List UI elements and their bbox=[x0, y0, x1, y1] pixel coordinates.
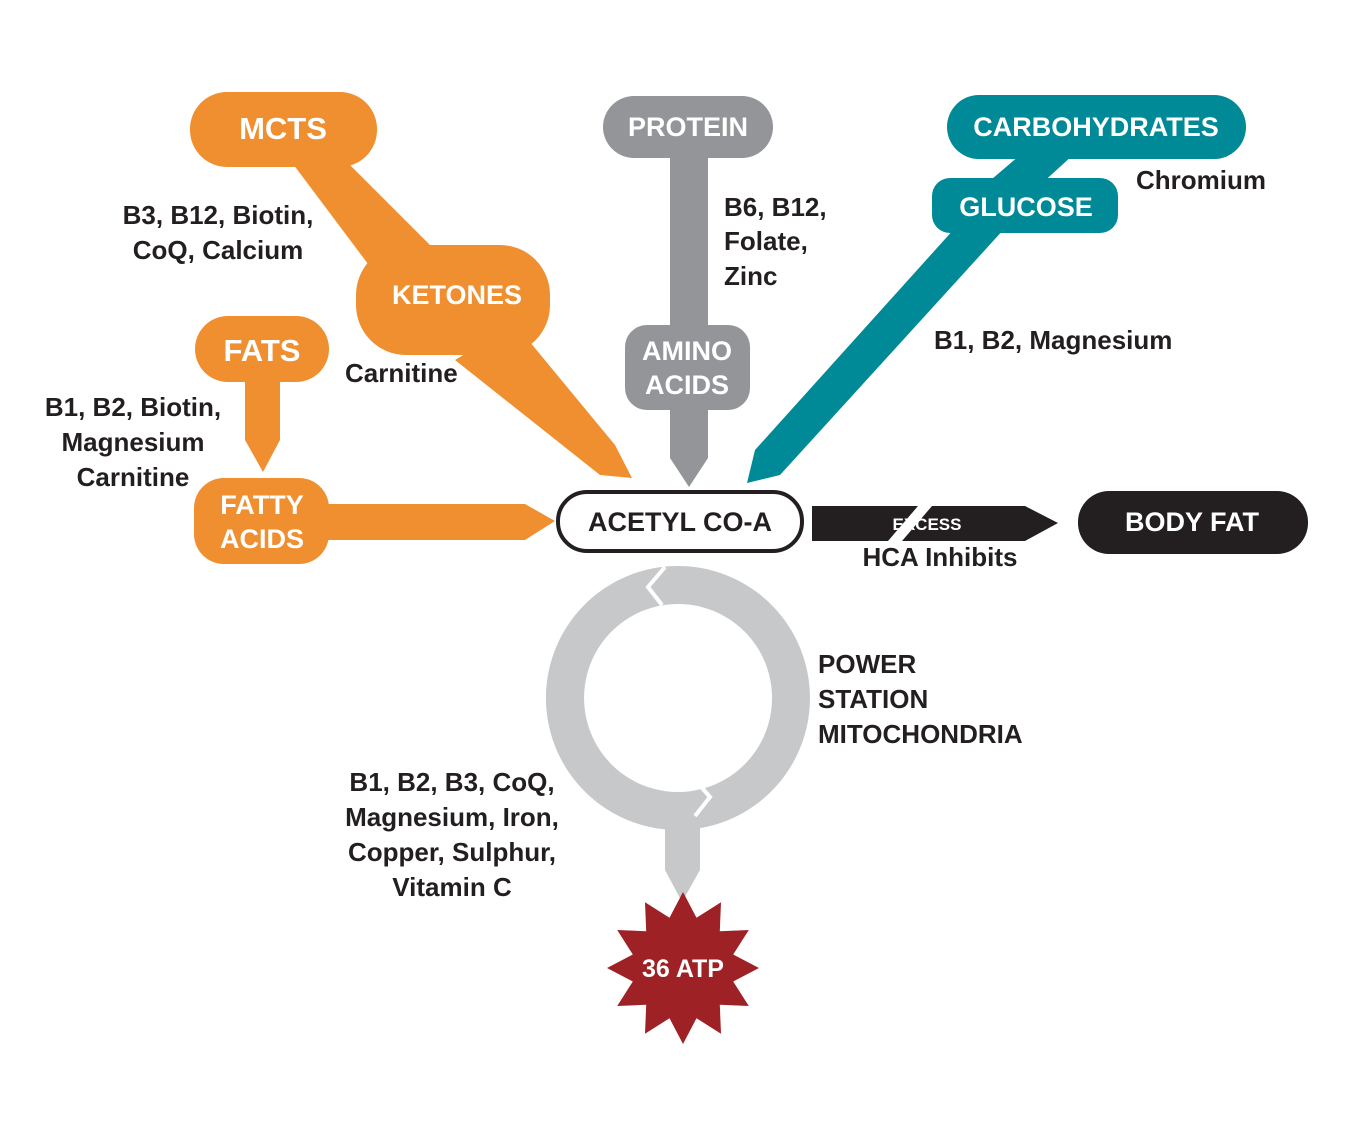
protein-branch bbox=[603, 96, 773, 487]
fatty-acids-to-acetyl-arrow bbox=[320, 504, 555, 540]
mcts-branch bbox=[190, 92, 632, 478]
fatty-acids-label-line1: FATTY bbox=[220, 490, 304, 520]
ketones-node[interactable] bbox=[356, 245, 550, 355]
note-glucose-cofactors: B1, B2, Magnesium bbox=[934, 325, 1172, 355]
glucose-label: GLUCOSE bbox=[959, 192, 1093, 222]
amino-to-acetyl-arrow bbox=[670, 400, 708, 487]
excess-arrow bbox=[812, 506, 1058, 541]
cycle-break-bottom bbox=[693, 778, 713, 818]
fats-branch bbox=[194, 316, 555, 564]
note-cycle-cofactors-line4: Vitamin C bbox=[392, 872, 512, 902]
note-fats-cofactors-line1: B1, B2, Biotin, bbox=[45, 392, 221, 422]
note-protein-cofactors-line1: B6, B12, bbox=[724, 192, 827, 222]
krebs-cycle-ring bbox=[545, 565, 810, 902]
cycle-ring bbox=[545, 566, 810, 831]
body-fat-label: BODY FAT bbox=[1125, 507, 1260, 537]
note-protein-cofactors-line2: Folate, bbox=[724, 226, 808, 256]
fatty-acids-label-line2: ACIDS bbox=[220, 524, 304, 554]
note-cycle-cofactors-line3: Copper, Sulphur, bbox=[348, 837, 556, 867]
note-cycle-cofactors-line2: Magnesium, Iron, bbox=[345, 802, 559, 832]
amino-acids-node[interactable] bbox=[625, 325, 750, 410]
amino-acids-label-line1: AMINO bbox=[642, 336, 732, 366]
acetyl-coa-node[interactable] bbox=[556, 490, 804, 553]
note-protein-cofactors-line3: Zinc bbox=[724, 261, 777, 291]
acetyl-coa-label: ACETYL CO-A bbox=[588, 507, 772, 537]
ketones-to-acetyl-arrow bbox=[455, 330, 632, 478]
mcts-label: MCTS bbox=[239, 111, 327, 146]
note-cycle-cofactors-line1: B1, B2, B3, CoQ, bbox=[349, 767, 554, 797]
cycle-to-atp-arrow bbox=[665, 820, 700, 902]
ketones-label: KETONES bbox=[392, 280, 522, 310]
atp-label: 36 ATP bbox=[642, 955, 724, 983]
atp-starburst[interactable] bbox=[607, 892, 759, 1044]
protein-node[interactable] bbox=[603, 96, 773, 158]
excess-arrow-right-segment bbox=[902, 506, 1058, 541]
note-mcts-cofactors-line2: CoQ, Calcium bbox=[133, 235, 303, 265]
body-fat-node[interactable] bbox=[1078, 491, 1308, 554]
note-excess-inhibitor: HCA Inhibits bbox=[862, 542, 1017, 572]
cycle-break-top bbox=[645, 565, 667, 607]
note-ketones-cofactor: Carnitine bbox=[345, 358, 458, 388]
fats-to-fatty-acids-arrow bbox=[245, 370, 280, 472]
amino-acids-label-line2: ACIDS bbox=[645, 370, 729, 400]
carbohydrates-label: CARBOHYDRATES bbox=[973, 112, 1219, 142]
carbs-to-glucose-connector bbox=[985, 155, 1073, 185]
protein-label: PROTEIN bbox=[628, 112, 748, 142]
note-mitochondria-line1: POWER bbox=[818, 649, 916, 679]
note-mitochondria-line2: STATION bbox=[818, 684, 928, 714]
glucose-to-acetyl-arrow bbox=[747, 228, 1005, 483]
excess-label: EXCESS bbox=[893, 515, 962, 534]
note-mitochondria-line3: MITOCHONDRIA bbox=[818, 719, 1023, 749]
note-mcts-cofactors-line1: B3, B12, Biotin, bbox=[123, 200, 314, 230]
note-fats-cofactors-line2: Magnesium bbox=[61, 427, 204, 457]
fats-node[interactable] bbox=[195, 316, 329, 382]
excess-arrow-left-segment bbox=[812, 506, 918, 541]
glucose-node[interactable] bbox=[932, 178, 1118, 233]
note-carbs-cofactor: Chromium bbox=[1136, 165, 1266, 195]
protein-to-amino-connector bbox=[670, 150, 708, 335]
mcts-node[interactable] bbox=[190, 92, 377, 167]
carbohydrates-node[interactable] bbox=[947, 95, 1246, 159]
note-fats-cofactors-line3: Carnitine bbox=[77, 462, 190, 492]
fats-label: FATS bbox=[224, 333, 301, 368]
carbohydrate-branch bbox=[747, 95, 1246, 483]
fatty-acids-node[interactable] bbox=[194, 478, 329, 564]
